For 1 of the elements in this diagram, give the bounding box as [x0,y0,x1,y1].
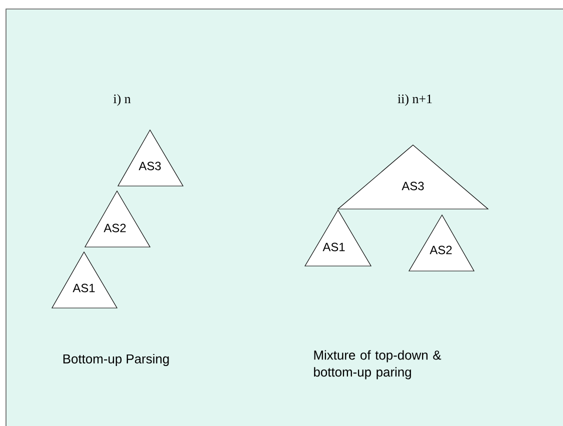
caption-text: Mixture of top-down & bottom-up paring [314,350,442,380]
